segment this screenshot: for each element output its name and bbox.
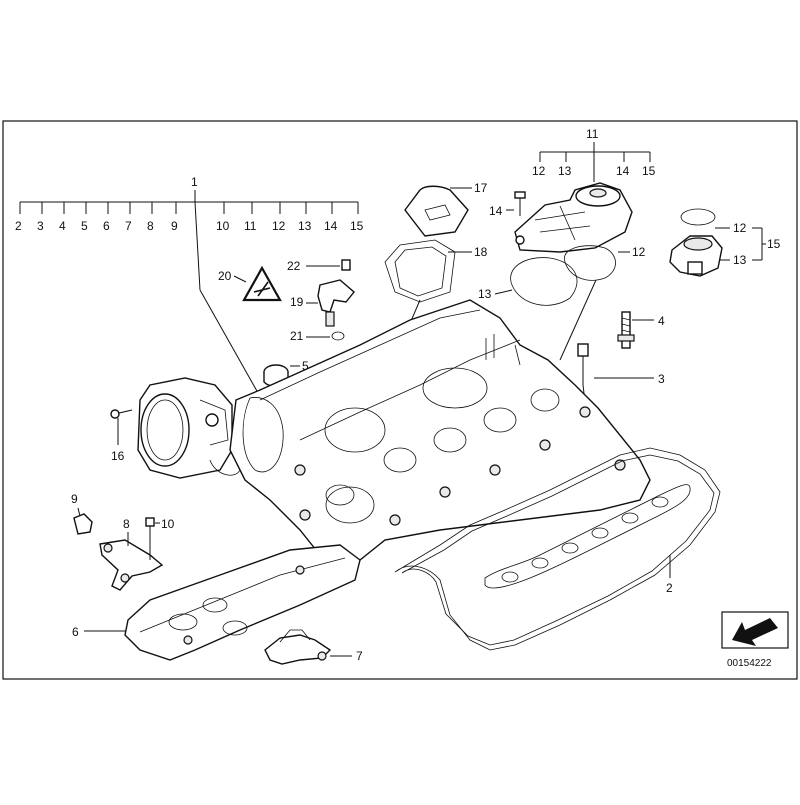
callout-14-upper: 14 <box>489 204 503 218</box>
part-9-clip <box>73 513 93 535</box>
group11-ref-13: 13 <box>558 164 572 178</box>
callout-3: 3 <box>658 372 665 386</box>
group1-ref-11: 11 <box>244 219 257 233</box>
part-20-warning-symbol <box>242 265 282 302</box>
part-12-oring <box>680 208 716 226</box>
part-6-cover-plate <box>124 544 361 661</box>
callout-group-11: 11 12 13 14 15 <box>532 127 656 182</box>
part-22-screw <box>341 259 351 271</box>
callout-17: 17 <box>474 181 488 195</box>
group1-ref-15: 15 <box>350 219 364 233</box>
callout-4: 4 <box>658 314 665 328</box>
part-8-bracket <box>99 539 164 591</box>
part-12-gasket <box>564 245 616 281</box>
part-2-gasket <box>394 447 721 651</box>
callout-8: 8 <box>123 517 130 531</box>
group1-ref-12: 12 <box>272 219 286 233</box>
callout-21: 21 <box>290 329 304 343</box>
callout-7: 7 <box>356 649 363 663</box>
callout-13-right: 13 <box>733 253 747 267</box>
group1-ref-6: 6 <box>103 219 110 233</box>
group1-ref-5: 5 <box>81 219 88 233</box>
callout-5: 5 <box>302 359 309 373</box>
group1-ref-9: 9 <box>171 219 178 233</box>
part-1-cylinder-head-cover <box>209 299 651 561</box>
part-11-actuator <box>514 182 633 253</box>
callout-group-15 <box>715 227 766 261</box>
callout-12-mid: 12 <box>632 245 646 259</box>
callout-22: 22 <box>287 259 301 273</box>
part-13-housing <box>669 235 723 277</box>
part-10-screw <box>145 517 155 560</box>
callout-9: 9 <box>71 492 78 506</box>
part-16-throttle-body <box>137 377 233 479</box>
callout-13-left: 13 <box>478 287 492 301</box>
callout-12-right: 12 <box>733 221 747 235</box>
callout-19: 19 <box>290 295 304 309</box>
part-14-screw <box>506 191 526 216</box>
group1-ref-8: 8 <box>147 219 154 233</box>
drawing-number: 00154222 <box>727 658 772 669</box>
part-3-screw <box>577 343 589 385</box>
callout-18: 18 <box>474 245 488 259</box>
group11-ref-14: 14 <box>616 164 630 178</box>
group1-ref-4: 4 <box>59 219 66 233</box>
part-21-oring <box>331 331 345 341</box>
direction-arrow-icon <box>721 611 789 649</box>
callout-group-1: 1 2 3 4 5 6 7 8 9 10 11 12 13 14 15 <box>15 175 364 401</box>
callout-11: 11 <box>586 127 599 141</box>
group1-ref-13: 13 <box>298 219 312 233</box>
callout-16: 16 <box>111 449 125 463</box>
part-17-cap <box>404 185 469 237</box>
group11-ref-15: 15 <box>642 164 656 178</box>
group1-ref-3: 3 <box>37 219 44 233</box>
callout-6: 6 <box>72 625 79 639</box>
callout-20: 20 <box>218 269 232 283</box>
callout-15-right: 15 <box>767 237 781 251</box>
callout-2: 2 <box>666 581 673 595</box>
part-7-bracket <box>264 629 332 665</box>
part-4-stud <box>617 311 635 349</box>
group1-ref-7: 7 <box>125 219 132 233</box>
callout-1: 1 <box>191 175 198 189</box>
group11-ref-12: 12 <box>532 164 546 178</box>
callout-10: 10 <box>161 517 175 531</box>
part-19-sensor <box>317 279 355 327</box>
group1-ref-2: 2 <box>15 219 22 233</box>
group1-ref-10: 10 <box>216 219 230 233</box>
group1-ref-14: 14 <box>324 219 338 233</box>
part-13-gasket <box>510 257 578 306</box>
part-18-gasket <box>384 239 456 303</box>
part-16-screw <box>110 409 133 419</box>
